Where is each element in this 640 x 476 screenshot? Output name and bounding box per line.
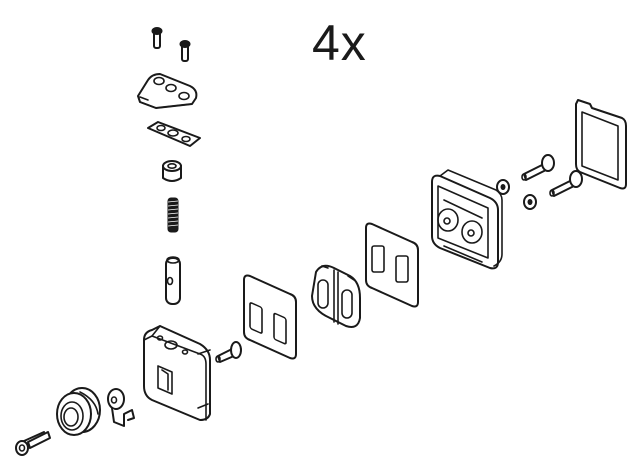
gasket-right: [365, 222, 419, 308]
mounting-plate: [137, 73, 198, 109]
clamp-housing: [431, 169, 503, 270]
housing-block: [143, 325, 211, 421]
bottom-screw: [15, 431, 51, 456]
washer-1: [496, 179, 510, 195]
quantity-label: 4x: [312, 15, 367, 71]
top-screw-2: [179, 40, 191, 62]
bushing: [162, 160, 182, 182]
clip-bracket: [107, 388, 135, 427]
side-screw: [215, 341, 242, 363]
pin: [165, 256, 181, 305]
gasket-left: [243, 274, 297, 360]
cover-cap: [575, 99, 627, 190]
spring: [167, 197, 179, 233]
bolt-2: [549, 170, 583, 197]
washer-2: [523, 194, 537, 210]
roller-wheel: [56, 387, 101, 436]
top-screw-1: [151, 27, 163, 49]
gasket-plate: [147, 121, 201, 147]
bolt-1: [521, 154, 555, 181]
clamp-insert: [311, 264, 361, 328]
